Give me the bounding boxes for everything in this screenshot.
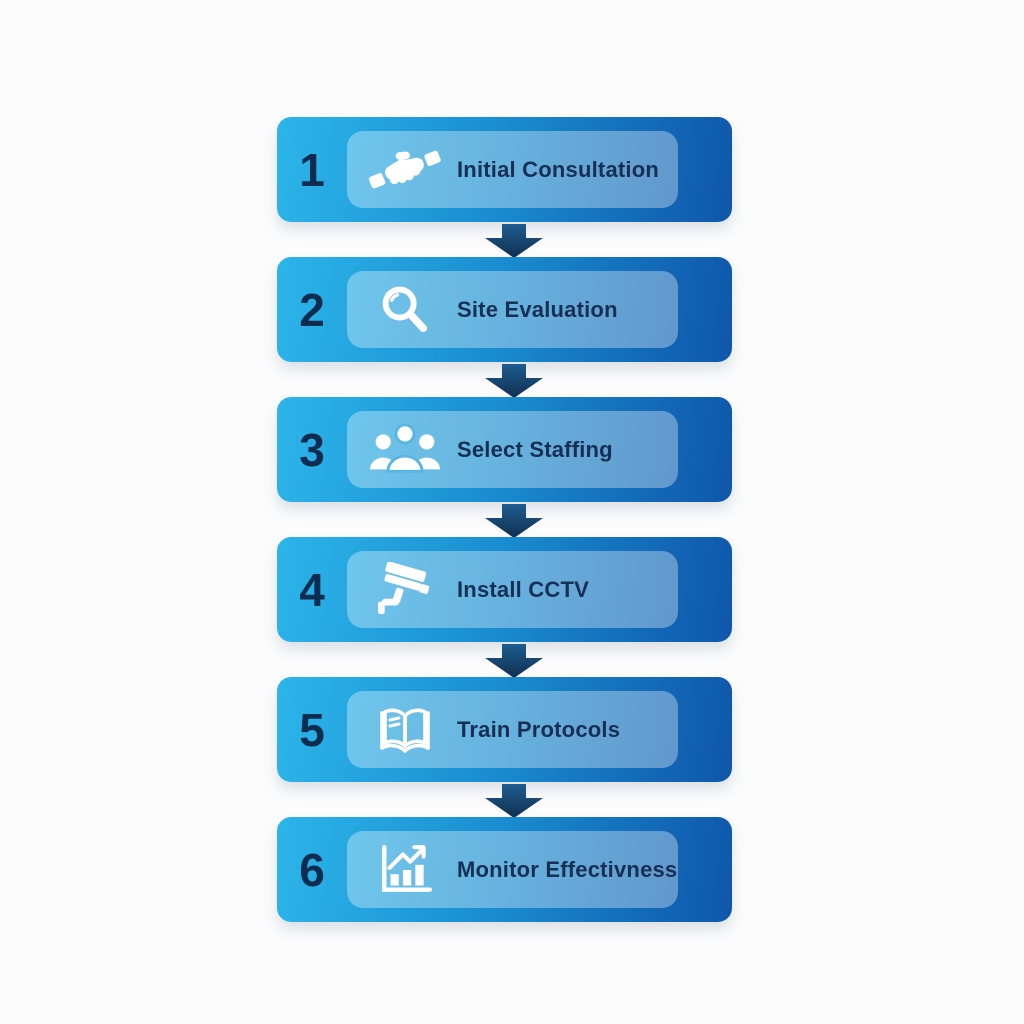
step-4-panel: Install CCTV	[347, 551, 678, 628]
step-label: Monitor Effectivness	[457, 856, 678, 882]
step-number: 3	[299, 423, 325, 476]
arrow-down-icon	[484, 784, 543, 818]
people-group-icon	[363, 422, 447, 477]
connector-4	[277, 642, 732, 678]
step-number: 5	[299, 703, 325, 756]
step-number: 6	[299, 843, 325, 896]
step-label: Initial Consultation	[457, 156, 659, 182]
arrow-down-icon	[484, 644, 543, 678]
step-5-panel: Train Protocols	[347, 691, 678, 768]
step-label: Select Staffing	[457, 436, 613, 462]
open-book-icon	[363, 703, 447, 757]
process-flow-diagram: 1 Initial Consulta	[277, 117, 732, 922]
connector-3	[277, 502, 732, 538]
connector-5	[277, 782, 732, 818]
step-label: Train Protocols	[457, 716, 621, 742]
step-label: Site Evaluation	[457, 296, 618, 322]
magnifier-icon	[363, 282, 447, 338]
step-6-panel: Monitor Effectivness	[347, 831, 678, 908]
step-number: 2	[299, 283, 325, 336]
step-number: 1	[299, 143, 325, 196]
connector-2	[277, 362, 732, 398]
arrow-down-icon	[484, 504, 543, 538]
step-6-bar: 6 Monitor Effectivness	[277, 817, 732, 922]
step-2-panel: Site Evaluation	[347, 271, 678, 348]
arrow-down-icon	[484, 224, 543, 258]
step-3-bar: 3 Select Staffing	[277, 397, 732, 502]
step-number: 4	[299, 563, 325, 616]
step-4-bar: 4 Install CCTV	[277, 537, 732, 642]
connector-1	[277, 222, 732, 258]
handshake-icon	[363, 143, 447, 197]
step-5-bar: 5 Train Protocols	[277, 677, 732, 782]
arrow-down-icon	[484, 364, 543, 398]
cctv-camera-icon	[363, 561, 447, 618]
step-2-bar: 2 Site Evaluation	[277, 257, 732, 362]
step-1-panel: Initial Consultation	[347, 131, 678, 208]
step-3-panel: Select Staffing	[347, 411, 678, 488]
step-label: Install CCTV	[457, 576, 589, 602]
step-1-bar: 1 Initial Consulta	[277, 117, 732, 222]
bar-chart-arrow-icon	[363, 842, 447, 898]
